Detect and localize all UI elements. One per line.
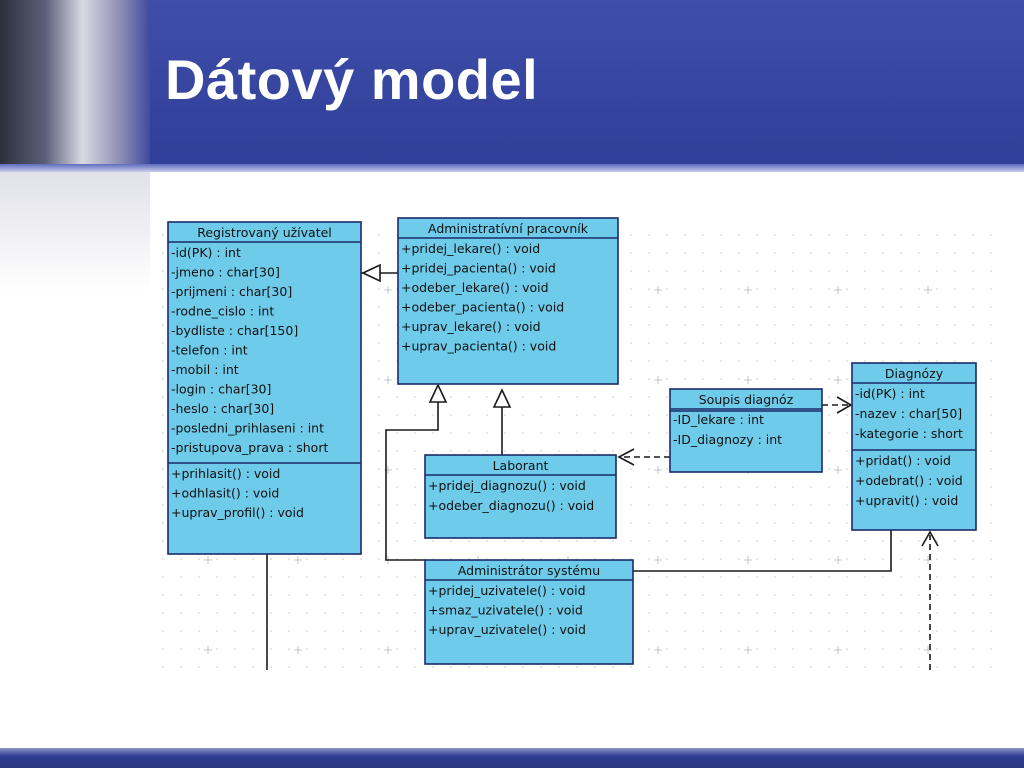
- class-name: Laborant: [493, 458, 549, 473]
- class-attribute: -posledni_prihlaseni : int: [171, 421, 324, 436]
- class-laborant: Laborant +pridej_diagnozu() : void +odeber…: [424, 454, 617, 539]
- slide-title: Dátový model: [165, 48, 539, 111]
- arrowhead-laborant: [492, 388, 512, 408]
- class-attribute: -pristupova_prava : short: [171, 440, 328, 455]
- class-name: Administrátor systému: [458, 563, 600, 578]
- class-box: [424, 454, 617, 539]
- class-attribute: -kategorie : short: [855, 426, 963, 441]
- class-operation: +pridej_diagnozu() : void: [428, 478, 586, 493]
- class-operation: +uprav_profil() : void: [171, 505, 304, 520]
- uml-classes: Registrovaný užívatel -id(PK) : int -jmeno…: [167, 217, 977, 665]
- flask-reflection: [0, 172, 150, 292]
- class-operation: +odhlasit() : void: [171, 486, 279, 501]
- class-box: [397, 217, 619, 385]
- class-operation: +smaz_uzivatele() : void: [428, 603, 583, 618]
- class-soupis: Soupis diagnóz -ID_lekare : int -ID_diagno…: [669, 388, 823, 473]
- class-attribute: -login : char[30]: [171, 382, 271, 397]
- class-operation: +uprav_uzivatele() : void: [428, 622, 586, 637]
- class-operation: +odeber_pacienta() : void: [401, 300, 564, 315]
- class-operation: +odeber_lekare() : void: [401, 280, 549, 295]
- class-box: [669, 388, 823, 473]
- class-name: Soupis diagnóz: [699, 392, 794, 407]
- class-attribute: -rodne_cislo : int: [171, 304, 274, 319]
- class-box: [424, 559, 634, 665]
- class-registrovany: Registrovaný užívatel -id(PK) : int -jmeno…: [167, 221, 362, 555]
- generalization-arrows: [361, 263, 512, 408]
- class-admin-pracovnik: Administratívní pracovník +pridej_lekare(…: [397, 217, 619, 385]
- flask-image: [0, 0, 150, 172]
- class-attribute: -bydliste : char[150]: [171, 323, 298, 338]
- slide-footer-bar: [0, 748, 1024, 768]
- class-attribute: -telefon : int: [171, 343, 248, 358]
- class-attribute: -id(PK) : int: [855, 386, 925, 401]
- class-admin-systemu: Administrátor systému +pridej_uzivatele()…: [424, 559, 634, 665]
- header-divider: [0, 164, 1024, 172]
- class-operation: +uprav_lekare() : void: [401, 319, 541, 334]
- class-attribute: -ID_lekare : int: [673, 412, 764, 427]
- class-operation: +pridat() : void: [855, 453, 951, 468]
- class-attribute: -id(PK) : int: [171, 245, 241, 260]
- class-box: [167, 221, 362, 555]
- class-diagnozy: Diagnózy -id(PK) : int -nazev : char[50] -k…: [851, 362, 977, 531]
- class-operation: +upravit() : void: [855, 493, 958, 508]
- class-operation: +pridej_pacienta() : void: [401, 261, 556, 276]
- connector-admin-systemu-diagnozy: [633, 530, 892, 572]
- arrowhead-admin-systemu: [428, 383, 448, 403]
- class-operation: +uprav_pacienta() : void: [401, 339, 556, 354]
- connectors: [266, 272, 939, 670]
- class-operation: +odebrat() : void: [855, 473, 963, 488]
- arrowhead-registrovany: [361, 263, 381, 283]
- class-attribute: -jmeno : char[30]: [171, 265, 280, 280]
- class-operation: +prihlasit() : void: [171, 466, 280, 481]
- connector-admin-systemu-pracovnik: [385, 402, 439, 561]
- class-attribute: -ID_diagnozy : int: [673, 432, 782, 447]
- class-name: Diagnózy: [885, 366, 944, 381]
- class-box: [851, 362, 977, 531]
- class-attribute: -nazev : char[50]: [855, 406, 962, 421]
- class-attribute: -heslo : char[30]: [171, 401, 274, 416]
- slide-header: [0, 0, 1024, 172]
- class-operation: +pridej_lekare() : void: [401, 241, 540, 256]
- class-operation: +pridej_uzivatele() : void: [428, 583, 586, 598]
- class-name: Registrovaný užívatel: [197, 225, 332, 240]
- class-attribute: -mobil : int: [171, 362, 239, 377]
- class-operation: +odeber_diagnozu() : void: [428, 498, 594, 513]
- class-attribute: -prijmeni : char[30]: [171, 284, 292, 299]
- class-name: Administratívní pracovník: [428, 221, 589, 236]
